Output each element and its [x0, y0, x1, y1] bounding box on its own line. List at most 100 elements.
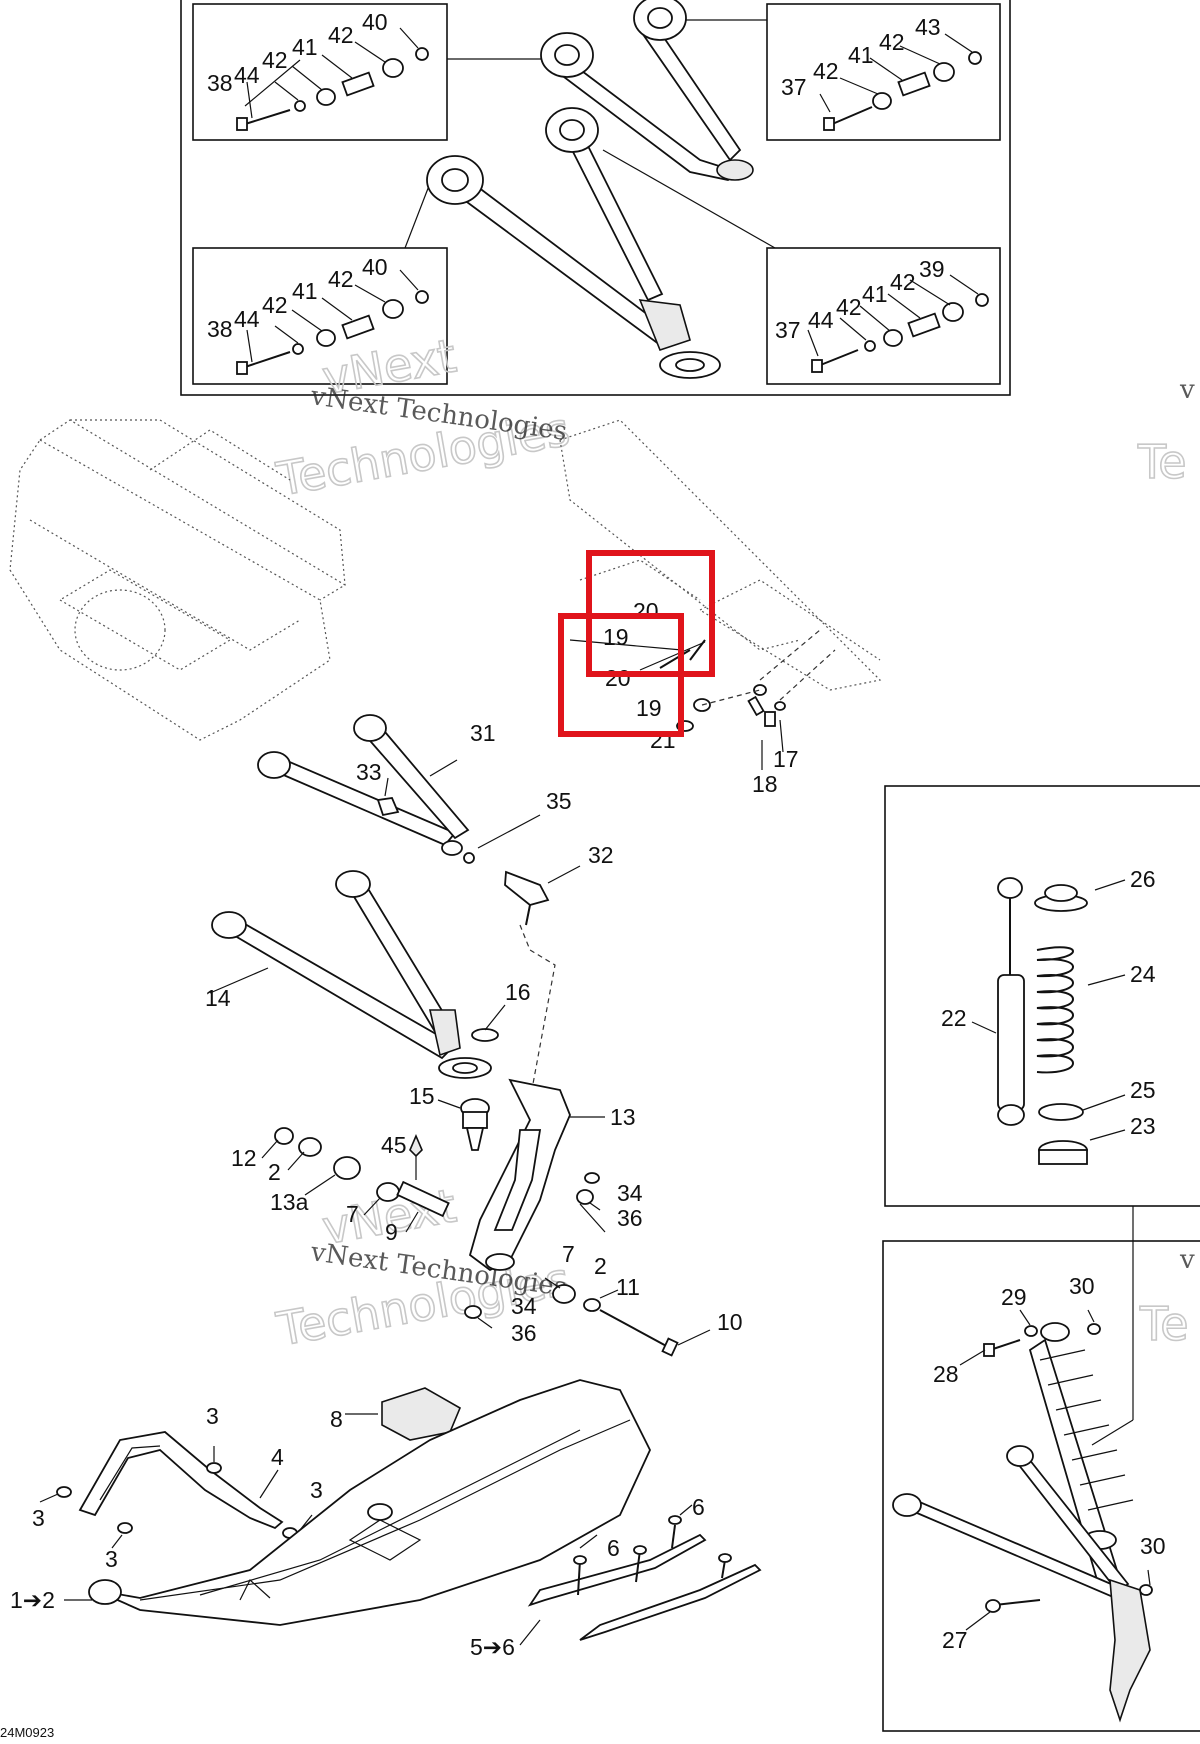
bushing-stack: [261, 1127, 606, 1233]
hardware-box-top-left: [192, 3, 448, 141]
callout-34: 34: [617, 1180, 643, 1206]
callout-28: 28: [933, 1361, 959, 1387]
callout-3: 3: [105, 1546, 118, 1572]
callout-44: 44: [808, 307, 834, 333]
callout-38: 38: [207, 70, 233, 96]
callout-27: 27: [942, 1627, 968, 1653]
callout-6: 6: [692, 1494, 705, 1520]
callout-45: 45: [381, 1132, 407, 1158]
shock-installation-frame: [882, 1206, 1200, 1732]
callout-34: 34: [511, 1293, 537, 1319]
callout-5-to-6: 5➔6: [470, 1634, 515, 1660]
callout-8: 8: [330, 1406, 343, 1432]
highlight-box-19: [558, 613, 684, 737]
callout-40: 40: [362, 254, 388, 280]
callout-20: 20: [633, 598, 659, 624]
watermark-fragment: Te: [1139, 1297, 1189, 1351]
callout-20: 20: [605, 665, 631, 691]
ball-joint-15: [437, 1098, 490, 1151]
callout-29: 29: [1001, 1284, 1027, 1310]
callout-42: 42: [836, 294, 862, 320]
frame-mount-hardware: [569, 629, 836, 770]
bolt-kit-bottom-left: [236, 290, 429, 375]
callout-42: 42: [879, 29, 905, 55]
callout-41: 41: [292, 34, 318, 60]
callout-42: 42: [813, 58, 839, 84]
callout-11: 11: [616, 1274, 640, 1300]
callout-30: 30: [1069, 1273, 1095, 1299]
callout-42: 42: [262, 292, 288, 318]
upper-a-arm-rear: [540, 0, 754, 181]
callout-12: 12: [231, 1145, 257, 1171]
callout-31: 31: [470, 720, 496, 746]
callout-39: 39: [919, 256, 945, 282]
spindle-hardware: [464, 1172, 711, 1357]
callout-3: 3: [206, 1403, 219, 1429]
callout-30: 30: [1140, 1533, 1166, 1559]
bolt-kit-bottom-right: [811, 293, 989, 373]
callout-2: 2: [268, 1159, 281, 1185]
callout-15: 15: [409, 1083, 435, 1109]
callout-44: 44: [234, 62, 260, 88]
callout-13a: 13a: [270, 1189, 309, 1215]
callout-36: 36: [511, 1320, 537, 1346]
callout-37: 37: [781, 74, 807, 100]
callout-19: 19: [636, 695, 662, 721]
callout-37: 37: [775, 317, 801, 343]
lower-a-arm-14: [209, 870, 506, 1079]
watermark-fragment: v: [1179, 375, 1195, 405]
upper-a-arm-detail-frame: 38 44 42 41 42 40 37 42 41 42 43 38 44 4…: [180, 0, 1011, 396]
hardware-box-bottom-right: [766, 247, 1001, 385]
callout-3: 3: [32, 1505, 45, 1531]
assembly-line: [519, 924, 556, 1101]
upper-a-arm-31: [257, 714, 581, 926]
callout-35: 35: [546, 788, 572, 814]
callout-17: 17: [773, 746, 799, 772]
callout-18: 18: [752, 771, 778, 797]
bolt-kit-top-left: [236, 47, 429, 131]
callout-4: 4: [271, 1444, 284, 1470]
callout-21: 21: [650, 727, 676, 753]
callout-1-to-2: 1➔2: [10, 1587, 55, 1613]
figure-code: 24M0923: [0, 1725, 54, 1739]
callout-13: 13: [610, 1104, 636, 1130]
callout-43: 43: [915, 14, 941, 40]
spindle-13: [468, 1078, 605, 1272]
callout-22: 22: [941, 1005, 967, 1031]
ski-assembly: [39, 1379, 762, 1646]
bolt-kit-top-right: [823, 51, 982, 131]
detail-frame-border: [180, 0, 1011, 396]
callout-42: 42: [328, 266, 354, 292]
callout-26: 26: [1130, 866, 1156, 892]
callout-14: 14: [205, 985, 231, 1011]
callout-2: 2: [594, 1253, 607, 1279]
hardware-box-top-right: [766, 3, 1001, 141]
callout-25: 25: [1130, 1077, 1156, 1103]
callout-6: 6: [607, 1535, 620, 1561]
callout-33: 33: [356, 759, 382, 785]
callout-3: 3: [310, 1477, 323, 1503]
callout-9: 9: [385, 1219, 398, 1245]
callout-42: 42: [328, 22, 354, 48]
callout-41: 41: [292, 278, 318, 304]
upper-a-arm-front: [426, 107, 721, 379]
callout-19: 19: [603, 624, 629, 650]
shock-detail-border: [884, 785, 1200, 1207]
callout-10: 10: [717, 1309, 743, 1335]
shock-detail-frame: [884, 785, 1200, 1207]
callout-42: 42: [262, 47, 288, 73]
callout-41: 41: [862, 281, 888, 307]
callout-7: 7: [562, 1241, 575, 1267]
callout-16: 16: [505, 979, 531, 1005]
callout-7: 7: [346, 1201, 359, 1227]
watermark-fragment: v: [1179, 1245, 1195, 1275]
watermark-fragment: Te: [1137, 435, 1187, 489]
callout-23: 23: [1130, 1113, 1156, 1139]
callout-24: 24: [1130, 961, 1156, 987]
callout-42: 42: [890, 269, 916, 295]
shock-installation-border: [882, 1240, 1200, 1732]
callout-32: 32: [588, 842, 614, 868]
callout-36: 36: [617, 1205, 643, 1231]
